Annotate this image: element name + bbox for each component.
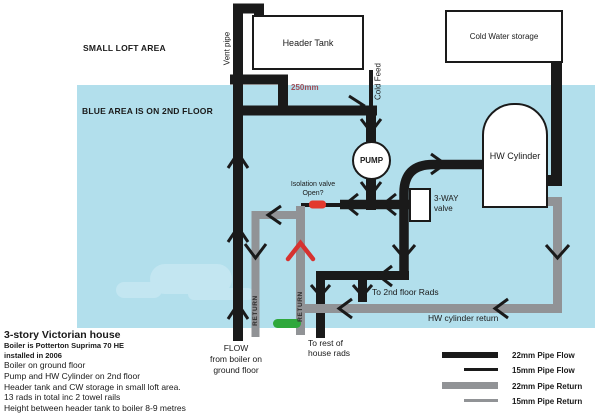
left-arrow-icon: [336, 297, 353, 320]
hw-cylinder-label: HW Cylinder: [489, 150, 541, 161]
vent-pipe-label: Vent pipe: [222, 31, 232, 66]
return-right-label: RETURN: [297, 291, 304, 322]
up-arrow-icon: [226, 150, 250, 169]
down-arrow-icon: [309, 284, 332, 299]
pump-label: PUMP: [359, 156, 384, 165]
down-arrow-icon: [351, 284, 374, 299]
left-arrow-icon: [265, 204, 282, 226]
up-arrow-icon: [226, 224, 250, 243]
cold-feed-label: Cold Feed: [373, 63, 383, 100]
header-tank-label: Header Tank: [282, 37, 334, 48]
cold-water-storage: Cold Water storage: [445, 10, 563, 63]
to-2nd-floor-rads-label: To 2nd floor Rads: [372, 287, 439, 297]
left-arrow-icon: [380, 192, 397, 217]
left-arrow-icon: [342, 192, 359, 217]
system-info-block: 3-story Victorian house Boiler is Potter…: [4, 329, 224, 414]
three-way-valve-label: 3-WAY valve: [434, 194, 459, 213]
red-up-arrow-icon: [285, 239, 316, 262]
small-loft-label: SMALL LOFT AREA: [83, 43, 166, 53]
info-line: Boiler on ground floor: [4, 360, 86, 370]
down-arrow-icon: [359, 181, 383, 198]
up-arrow-icon: [226, 301, 250, 320]
left-arrow-icon: [376, 264, 393, 288]
pump: PUMP: [352, 141, 391, 180]
return-left-label: RETURN: [252, 295, 259, 326]
cold-water-storage-label: Cold Water storage: [469, 32, 539, 41]
blue-area-label: BLUE AREA IS ON 2ND FLOOR: [82, 106, 213, 116]
info-installed: installed in 2006: [4, 350, 62, 360]
return-riser-left: [251, 211, 305, 337]
info-line: Height between header tank to boiler 8-9…: [4, 403, 186, 414]
hw-cylinder: HW Cylinder: [482, 103, 548, 208]
info-boiler-model: Boiler is Potterton Suprima 70 HE: [4, 341, 125, 350]
flow-from-boiler-label: FLOW from boiler on ground floor: [210, 343, 262, 375]
info-line: 13 rads in total inc 2 towel rails: [4, 392, 121, 403]
to-rest-of-house-label: To rest of house rads: [308, 338, 351, 358]
vent-branch-pipe: [230, 74, 288, 111]
down-arrow-icon: [544, 244, 571, 261]
dimension-250mm: 250mm: [291, 83, 319, 92]
down-arrow-icon: [391, 244, 417, 261]
isolation-valve-marker: [309, 200, 326, 209]
info-title: 3-story Victorian house: [4, 329, 121, 341]
hw-cylinder-return-pipe: [300, 197, 562, 313]
info-line: Pump and HW Cylinder on 2nd floor: [4, 370, 141, 381]
three-way-valve: [409, 188, 431, 222]
valve-to-cylinder-pipe: [399, 159, 483, 276]
down-arrow-icon: [359, 118, 383, 135]
isolation-valve-note: Isolation valve Open?: [290, 181, 336, 197]
right-arrow-icon: [348, 94, 366, 116]
header-tank: Header Tank: [252, 15, 364, 70]
watermark-blob: [116, 282, 162, 298]
cold-storage-down-pipe: [546, 63, 562, 186]
down-arrow-icon: [243, 243, 268, 261]
hw-cylinder-return-label: HW cylinder return: [428, 313, 499, 323]
left-arrow-icon: [492, 297, 509, 320]
info-line: Header tank and CW storage in small loft…: [4, 381, 181, 392]
green-highlight-marker: [273, 319, 301, 328]
right-arrow-icon: [430, 152, 448, 176]
